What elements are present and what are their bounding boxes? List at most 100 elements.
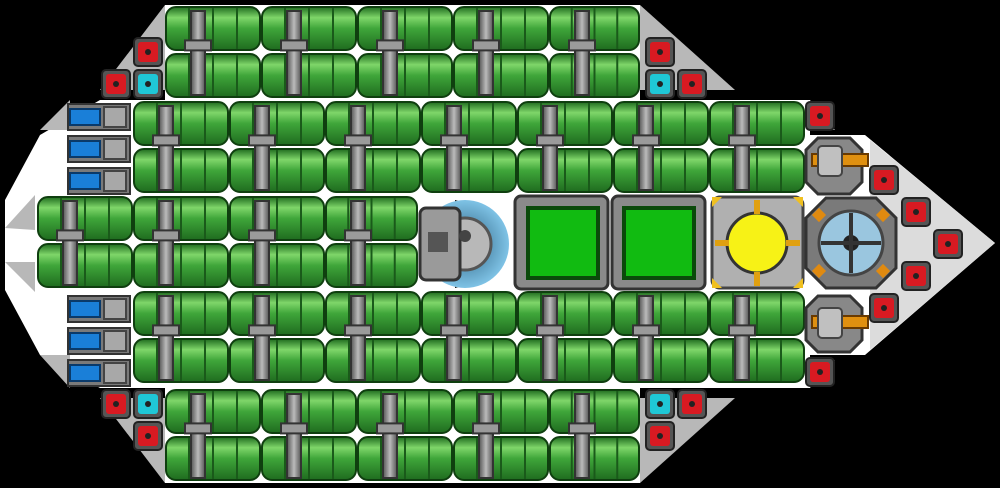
fuel-tank[interactable] xyxy=(357,6,453,51)
armor-light-block[interactable] xyxy=(101,69,131,99)
cargo-bay-right[interactable] xyxy=(610,194,707,291)
thruster[interactable] xyxy=(67,103,131,131)
fuel-tank[interactable] xyxy=(133,243,229,288)
fuel-tank[interactable] xyxy=(261,53,357,98)
armor-light-block[interactable] xyxy=(133,421,163,451)
command-pod[interactable] xyxy=(418,196,513,291)
thruster[interactable] xyxy=(67,359,131,387)
fuel-tank[interactable] xyxy=(357,389,453,434)
fuel-tank[interactable] xyxy=(229,338,325,383)
fuel-tank[interactable] xyxy=(613,291,709,336)
fuel-tank[interactable] xyxy=(421,291,517,336)
thruster[interactable] xyxy=(67,327,131,355)
fuel-tank[interactable] xyxy=(229,291,325,336)
fuel-tank[interactable] xyxy=(325,338,421,383)
pipe xyxy=(568,393,596,479)
pipe xyxy=(56,200,84,286)
armor-wedge-top-right xyxy=(640,5,735,90)
pipe xyxy=(536,295,564,381)
reactor-core[interactable] xyxy=(710,195,805,290)
fuel-tank[interactable] xyxy=(325,148,421,193)
fuel-tank[interactable] xyxy=(133,196,229,241)
fuel-tank[interactable] xyxy=(709,338,805,383)
thruster[interactable] xyxy=(67,295,131,323)
fuel-tank[interactable] xyxy=(133,291,229,336)
fuel-tank[interactable] xyxy=(517,338,613,383)
fuel-tank[interactable] xyxy=(517,291,613,336)
fuel-tank[interactable] xyxy=(421,148,517,193)
thruster[interactable] xyxy=(67,167,131,195)
armor-light-block[interactable] xyxy=(869,293,899,323)
fuel-tank[interactable] xyxy=(357,53,453,98)
gun-turret-bottom[interactable] xyxy=(804,294,869,354)
fuel-tank[interactable] xyxy=(325,196,418,241)
fuel-tank[interactable] xyxy=(261,6,357,51)
armor-light-block[interactable] xyxy=(901,261,931,291)
fuel-tank[interactable] xyxy=(613,101,709,146)
small-block-group xyxy=(101,37,963,451)
fuel-tank[interactable] xyxy=(453,6,549,51)
pipe xyxy=(184,393,212,479)
pipe xyxy=(248,200,276,286)
fuel-tank[interactable] xyxy=(453,389,549,434)
fuel-tank[interactable] xyxy=(709,291,805,336)
fuel-tank[interactable] xyxy=(229,196,325,241)
fuel-tank[interactable] xyxy=(517,101,613,146)
fuel-tank[interactable] xyxy=(325,291,421,336)
pipe xyxy=(248,295,276,381)
fuel-tank[interactable] xyxy=(453,436,549,481)
armor-light-block[interactable] xyxy=(645,37,675,67)
armor-wedge-bottom-right xyxy=(640,398,735,483)
fuel-tank[interactable] xyxy=(325,101,421,146)
armor-light-block[interactable] xyxy=(805,101,835,131)
fuel-tank[interactable] xyxy=(421,338,517,383)
armor-light-block[interactable] xyxy=(677,69,707,99)
fuel-tank[interactable] xyxy=(165,6,261,51)
fuel-tank[interactable] xyxy=(229,148,325,193)
fuel-tank[interactable] xyxy=(709,148,805,193)
fuel-tank[interactable] xyxy=(517,148,613,193)
thruster[interactable] xyxy=(67,135,131,163)
armor-light-block[interactable] xyxy=(805,357,835,387)
armor-light-block[interactable] xyxy=(133,37,163,67)
armor-light-block[interactable] xyxy=(645,421,675,451)
fuel-tank[interactable] xyxy=(37,243,133,288)
fuel-tank[interactable] xyxy=(165,53,261,98)
fuel-tank[interactable] xyxy=(261,389,357,434)
armor-light-block[interactable] xyxy=(869,165,899,195)
fuel-tank[interactable] xyxy=(453,53,549,98)
sensor-block[interactable] xyxy=(133,69,163,99)
sensor-block[interactable] xyxy=(645,69,675,99)
fuel-tank[interactable] xyxy=(325,243,418,288)
fuel-tank[interactable] xyxy=(709,101,805,146)
armor-light-block[interactable] xyxy=(677,389,707,419)
cargo-bay-left[interactable] xyxy=(513,194,610,291)
sensor-block[interactable] xyxy=(133,389,163,419)
gun-turret-top[interactable] xyxy=(804,136,869,196)
armor-light-block[interactable] xyxy=(901,197,931,227)
fuel-tank[interactable] xyxy=(261,436,357,481)
fuel-tank[interactable] xyxy=(133,338,229,383)
sensor-block[interactable] xyxy=(645,389,675,419)
fuel-tank[interactable] xyxy=(229,243,325,288)
fuel-tank[interactable] xyxy=(229,101,325,146)
fuel-tank[interactable] xyxy=(549,436,640,481)
armor-light-block[interactable] xyxy=(101,389,131,419)
fuel-tank[interactable] xyxy=(613,148,709,193)
fuel-tank[interactable] xyxy=(613,338,709,383)
fuel-tank[interactable] xyxy=(165,389,261,434)
pipe xyxy=(248,105,276,191)
fuel-tank[interactable] xyxy=(133,148,229,193)
fuel-tank[interactable] xyxy=(133,101,229,146)
fuel-tank[interactable] xyxy=(357,436,453,481)
shield-generator[interactable] xyxy=(804,196,898,290)
fuel-tank[interactable] xyxy=(421,101,517,146)
fuel-tank[interactable] xyxy=(37,196,133,241)
pipe xyxy=(376,10,404,96)
armor-light-block[interactable] xyxy=(933,229,963,259)
fuel-tank[interactable] xyxy=(165,436,261,481)
pipe xyxy=(536,105,564,191)
fuel-tank[interactable] xyxy=(549,53,640,98)
pipe xyxy=(344,105,372,191)
